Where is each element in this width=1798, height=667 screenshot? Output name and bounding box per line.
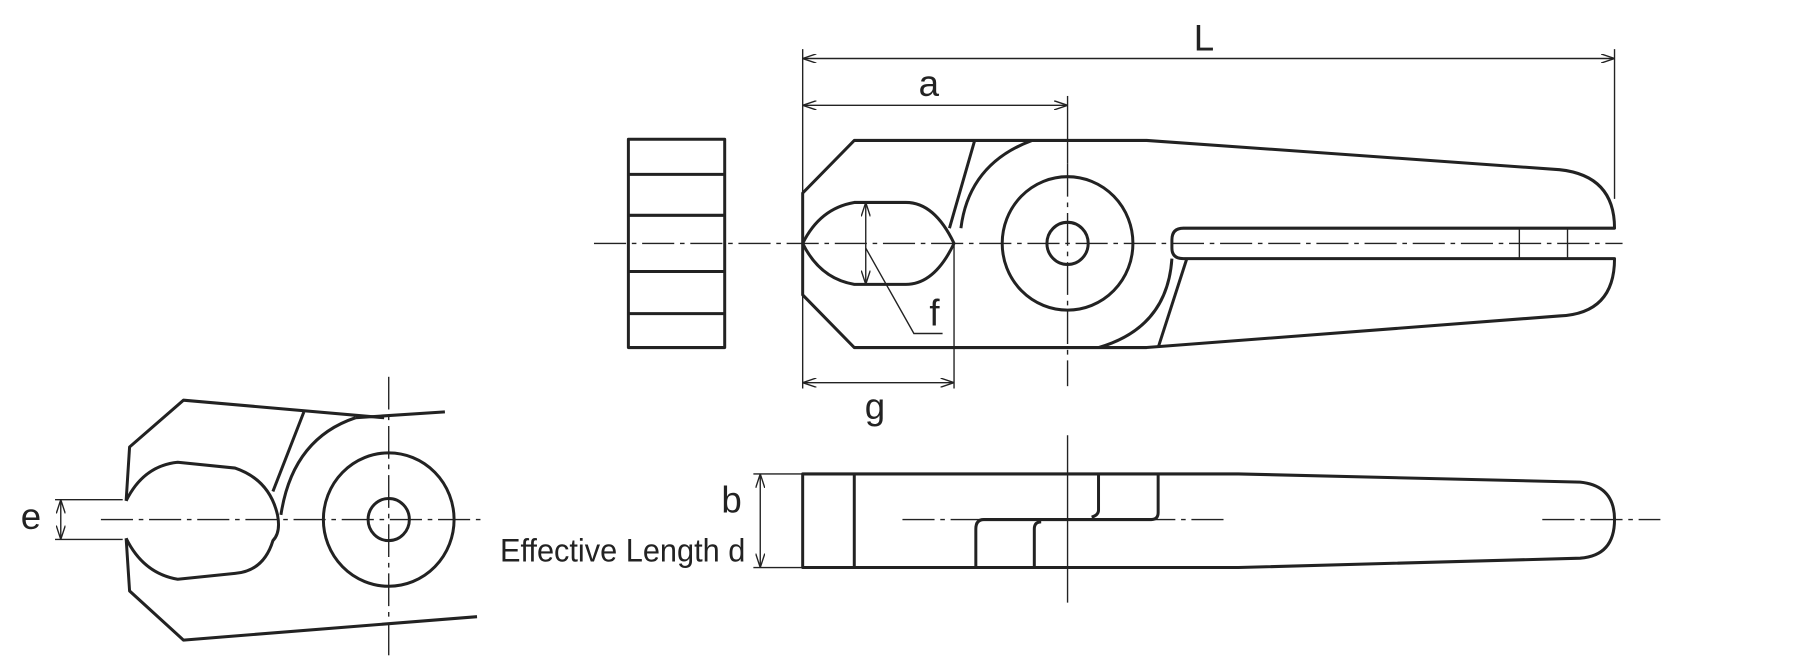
open-jaw-view: e [21,376,482,656]
label-effective-length-d: Effective Length d [500,532,745,568]
top-view: L a g f [593,16,1623,427]
label-a: a [919,62,940,104]
label-b: b [721,478,741,520]
nut-side [626,137,727,350]
label-L: L [1194,16,1214,58]
label-e: e [21,495,41,537]
label-g: g [865,385,885,427]
label-f: f [929,291,940,333]
side-view: b Effective Length d [500,435,1661,603]
jaw-outline [801,138,1617,350]
